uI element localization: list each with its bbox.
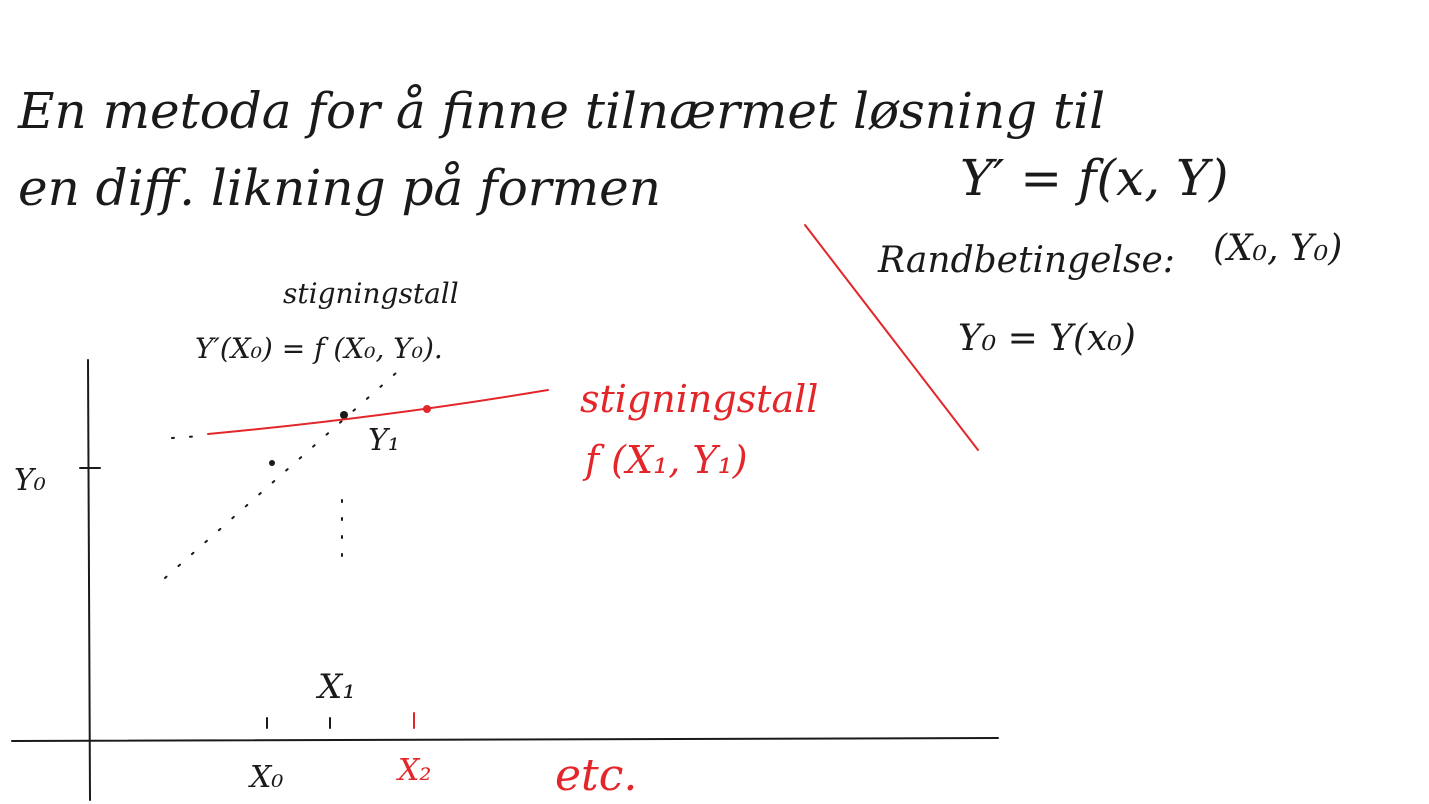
x1-label: X₁ — [315, 667, 356, 707]
x2-label: X₂ — [396, 753, 431, 788]
y0-label: Y₀ — [14, 463, 46, 498]
slope0-label: stigningstall — [283, 277, 459, 310]
slope1-expression: f (X₁, Y₁) — [582, 438, 748, 482]
x0-label: X₀ — [248, 760, 283, 795]
boundary-point: (X₀, Y₀) — [1213, 228, 1342, 269]
separator-stroke — [804, 224, 979, 451]
slope1-label: stigningstall — [580, 377, 818, 421]
heading-line-1: En metoda for å finne tilnærmet løsning … — [17, 82, 1105, 140]
boundary-equation: Y₀ = Y(x₀) — [958, 318, 1136, 359]
tangent-dotted-line-0 — [164, 364, 406, 579]
point-x2-y2 — [423, 405, 431, 413]
ode-equation: Y′ = f(x, Y) — [960, 149, 1229, 207]
y1-label: Y₁ — [368, 423, 400, 458]
y-axis — [87, 359, 91, 801]
point-x1-y1 — [340, 411, 348, 419]
slope0-expression: Y′(X₀) = f (X₀, Y₀). — [195, 332, 443, 365]
x-axis — [11, 737, 999, 742]
boundary-label: Randbetingelse: — [877, 240, 1175, 281]
heading-line-2: en diff. likning på formen — [18, 159, 661, 217]
tangent-line-1 — [207, 389, 549, 435]
etc-label: etc. — [555, 750, 637, 801]
point-x0-y0 — [269, 460, 275, 466]
tangent-dotted-stub — [171, 435, 201, 439]
